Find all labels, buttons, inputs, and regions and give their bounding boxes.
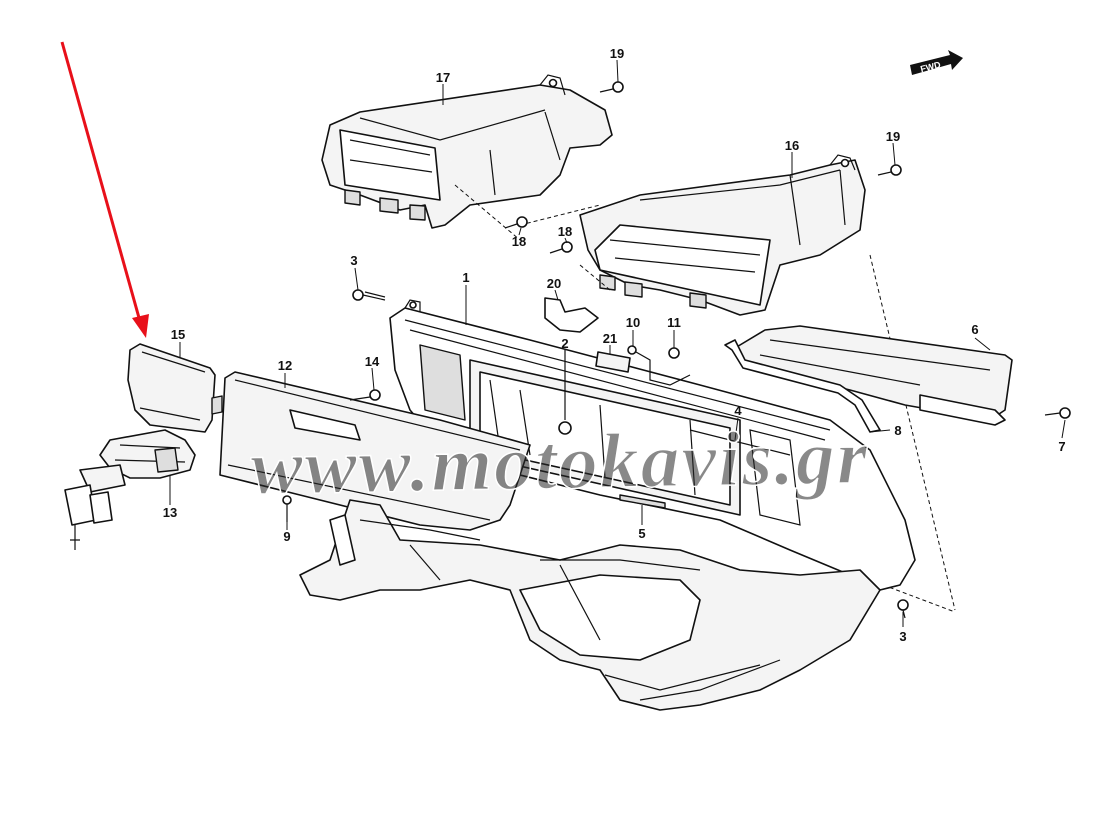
part-13-lock-assembly <box>64 429 196 550</box>
screw-18-upper <box>504 216 528 229</box>
part-6-side-cover <box>734 325 1013 426</box>
screw-14 <box>349 389 381 401</box>
callout-7: 7 <box>1058 439 1065 454</box>
callout-14: 14 <box>365 354 380 369</box>
callout-9: 9 <box>283 529 290 544</box>
callout-5: 5 <box>638 526 645 541</box>
callout-8: 8 <box>894 423 901 438</box>
part-15-lid <box>127 343 223 433</box>
callout-20: 20 <box>547 276 561 291</box>
part-12-front-panel <box>219 371 531 531</box>
part-16-duct <box>579 154 866 316</box>
leader-lines <box>169 59 1066 627</box>
fwd-arrow-icon: FWD <box>910 50 963 75</box>
part-1-inner-box <box>389 299 916 591</box>
callout-21: 21 <box>603 331 617 346</box>
callout-12: 12 <box>278 358 292 373</box>
callout-3-top: 3 <box>350 253 357 268</box>
callout-18-lower: 18 <box>558 224 572 239</box>
callout-13: 13 <box>163 505 177 520</box>
red-pointer-arrow <box>60 41 149 338</box>
lower-body-floor <box>299 499 881 711</box>
part-20-bracket <box>544 297 599 333</box>
callout-11: 11 <box>667 315 681 330</box>
screw-19-lower <box>877 164 902 176</box>
callout-2: 2 <box>561 336 568 351</box>
clip-10-11 <box>627 345 691 386</box>
callout-6: 6 <box>971 322 978 337</box>
screw-19-upper <box>599 81 624 93</box>
screw-3-bottom <box>897 599 909 619</box>
callout-18-upper: 18 <box>512 234 526 249</box>
callout-labels: 1 2 3 3 4 5 6 7 8 9 10 11 12 13 14 15 16… <box>163 46 1066 644</box>
fwd-label: FWD <box>919 59 942 74</box>
callout-1: 1 <box>462 270 469 285</box>
callout-15: 15 <box>171 327 185 342</box>
callout-3-bottom: 3 <box>899 629 906 644</box>
part-21-block <box>595 351 631 373</box>
callout-19-lower: 19 <box>886 129 900 144</box>
watermark-text: www.motokavis.gr <box>250 413 870 511</box>
screw-18-lower <box>549 241 573 254</box>
callout-16: 16 <box>785 138 799 153</box>
screw-7 <box>1044 407 1071 419</box>
part-5-strip <box>619 494 666 509</box>
callout-19-upper: 19 <box>610 46 624 61</box>
part-4-strip <box>689 429 791 456</box>
callout-17: 17 <box>436 70 450 85</box>
screw-3-top <box>352 289 386 301</box>
callout-4: 4 <box>734 403 742 418</box>
callout-10: 10 <box>626 315 640 330</box>
part-17-duct <box>321 74 613 229</box>
